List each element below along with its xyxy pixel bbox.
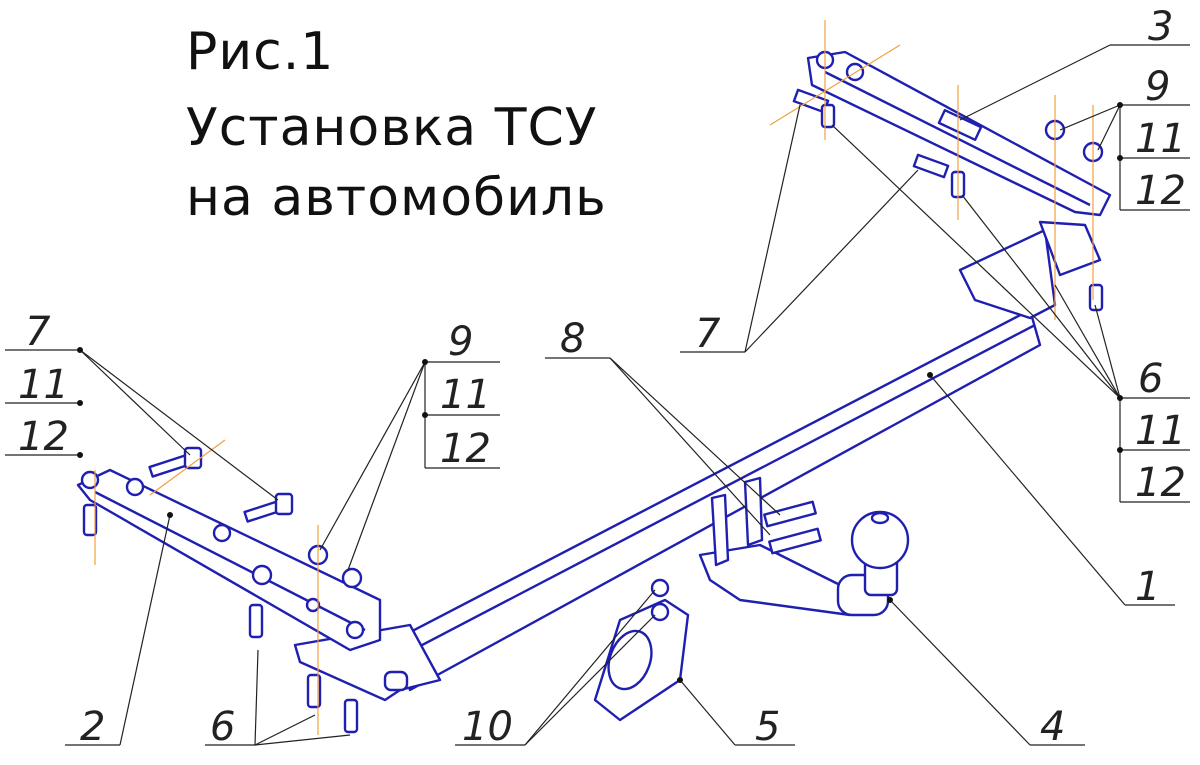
callout-8: 8 <box>560 316 585 362</box>
callout-9-left: 9 <box>448 319 473 365</box>
fasteners <box>82 88 1104 734</box>
crossbar-part-1 <box>293 220 1102 702</box>
callout-7-right: 7 <box>695 311 721 357</box>
callout-4: 4 <box>1040 704 1065 750</box>
ball-mount-part-4 <box>698 476 910 617</box>
figure-number: Рис.1 <box>186 22 335 82</box>
callout-12-right-top: 12 <box>1135 168 1186 214</box>
callout-12-right-bottom: 12 <box>1135 460 1186 506</box>
callout-10: 10 <box>462 704 513 750</box>
callout-1: 1 <box>1135 564 1160 610</box>
callout-11-right-bottom: 11 <box>1135 408 1186 454</box>
callout-11-mid: 11 <box>440 372 491 418</box>
socket-plate-part-5 <box>593 578 690 722</box>
callout-12-left: 12 <box>18 414 69 460</box>
callout-6-right: 6 <box>1138 356 1163 402</box>
callout-5: 5 <box>755 704 780 750</box>
leader-lines <box>5 44 1190 746</box>
leader-dots <box>77 102 1123 683</box>
callout-12-mid: 12 <box>440 426 491 472</box>
callout-labels: 7 11 12 9 11 12 2 6 10 5 4 8 1 3 9 11 12… <box>18 4 1186 750</box>
callout-7-left: 7 <box>25 309 51 355</box>
figure-subtitle: на автомобиль <box>186 168 607 228</box>
callout-2: 2 <box>80 704 105 750</box>
left-bracket-part-2 <box>76 468 382 652</box>
center-axes <box>94 20 1094 735</box>
callout-11-left: 11 <box>18 362 69 408</box>
callout-11-right-top: 11 <box>1135 116 1186 162</box>
callout-6-bottom: 6 <box>210 704 235 750</box>
callout-3: 3 <box>1148 4 1173 50</box>
figure-title: Установка ТСУ <box>186 98 598 158</box>
callout-9-right: 9 <box>1145 64 1170 110</box>
